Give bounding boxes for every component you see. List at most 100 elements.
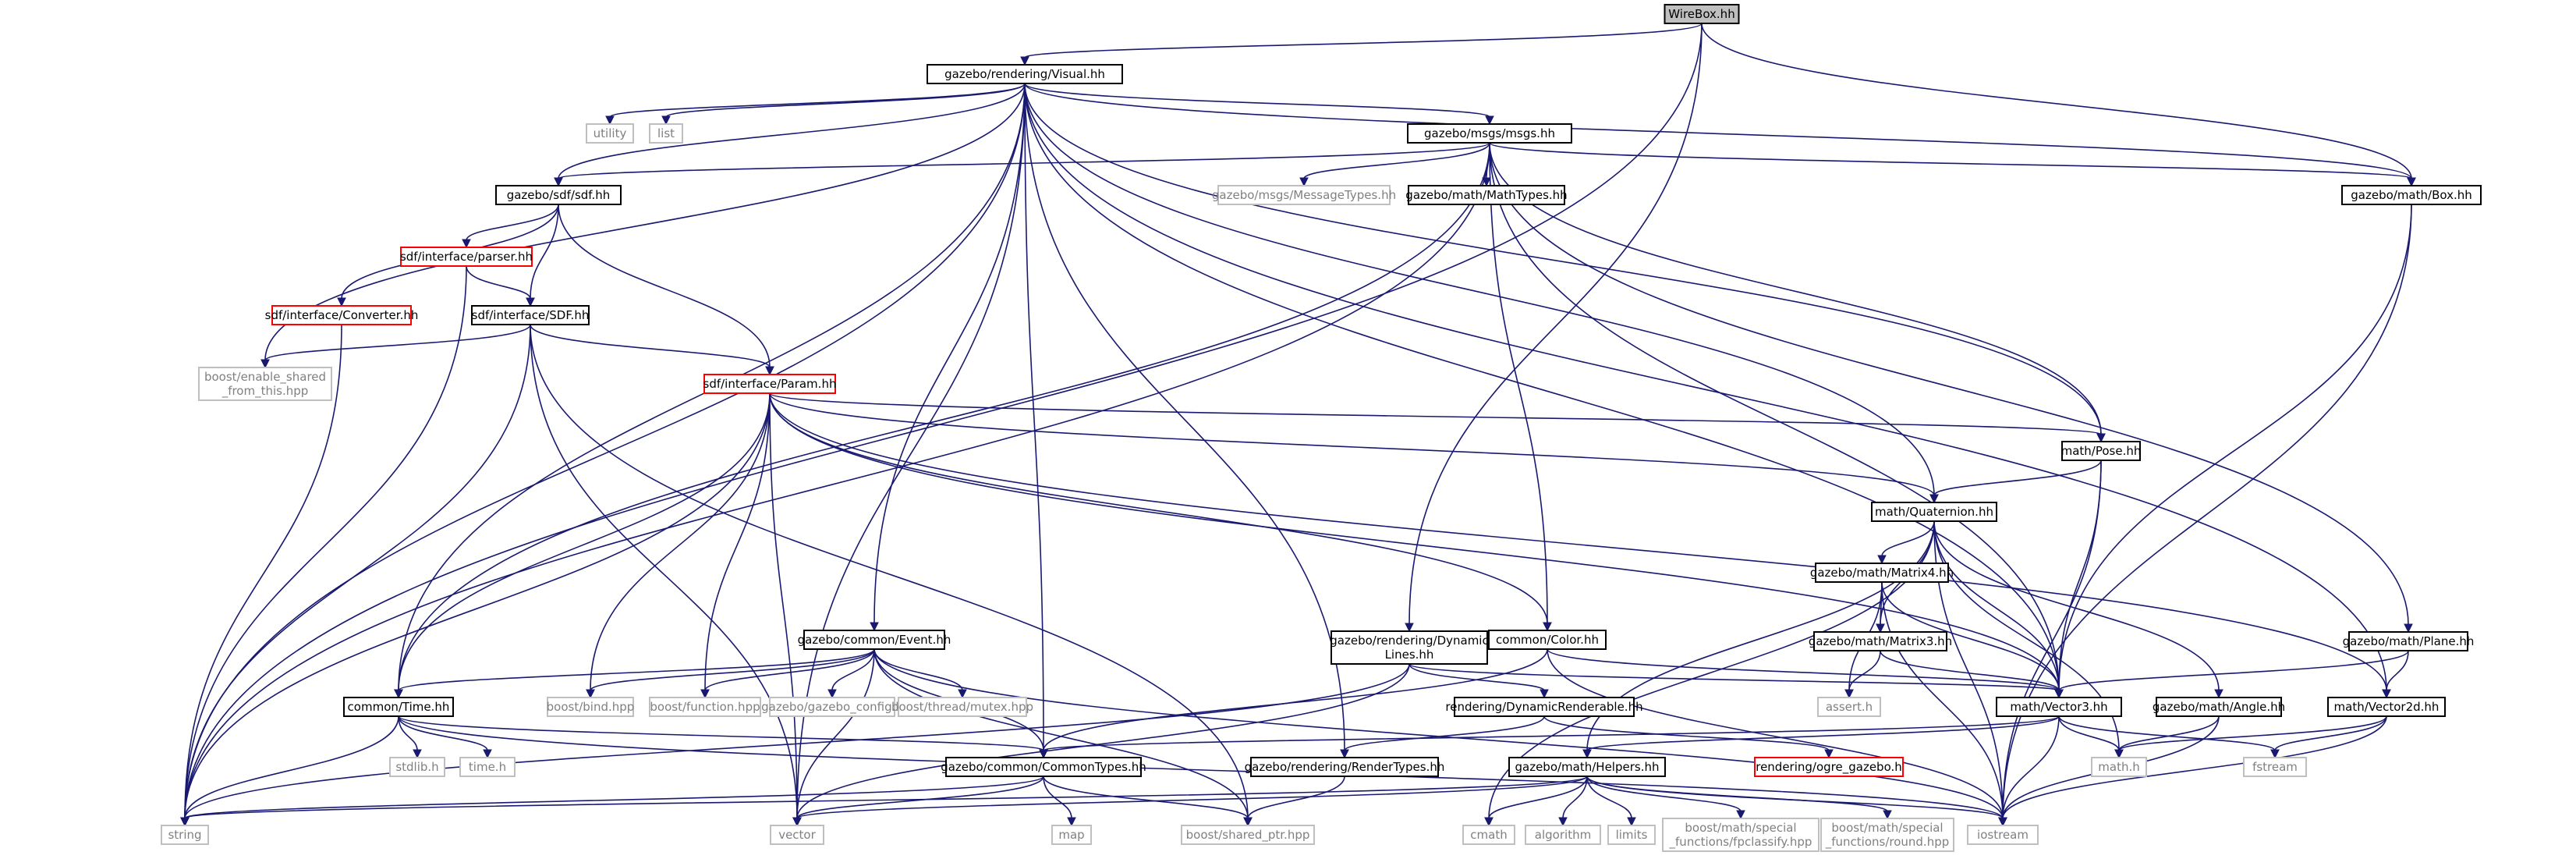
node-label: gazebo/math/Helpers.hh: [1515, 760, 1659, 774]
edge-param-to-vector: [769, 392, 802, 827]
edge-visual-to-vec3: [1024, 83, 2064, 699]
node-param[interactable]: sdf/interface/Param.hh: [703, 374, 837, 394]
node-visual[interactable]: gazebo/rendering/Visual.hh: [927, 64, 1123, 84]
node-label: gazebo/sdf/sdf.hh: [507, 188, 611, 202]
node-sdfi[interactable]: sdf/interface/SDF.hh: [471, 305, 590, 325]
edge-visual-to-msgs: [1024, 83, 1494, 126]
edge-visual-to-rendertypes: [1024, 83, 1349, 759]
node-label: sdf/interface/Converter.hh: [265, 308, 419, 322]
edge-event-to-boostbind: [586, 648, 875, 699]
edge-sdfi-to-sharedptr: [530, 324, 1253, 827]
node-msgs[interactable]: gazebo/msgs/msgs.hh: [1407, 123, 1572, 144]
node-label: gazebo/msgs/MessageTypes.hh: [1212, 188, 1396, 202]
node-label: time.h: [469, 760, 506, 774]
edge-visual-to-event: [870, 83, 1026, 632]
edge-helpers-to-limits: [1586, 776, 1636, 827]
node-vec3[interactable]: math/Vector3.hh: [1996, 697, 2122, 717]
node-label: gazebo/math/MathTypes.hh: [1405, 188, 1567, 202]
edge-visual-to-list: [661, 83, 1026, 126]
node-rendertypes[interactable]: gazebo/rendering/RenderTypes.hh: [1245, 757, 1445, 777]
node-label: list: [657, 126, 675, 140]
node-label: boost/enable_shared: [204, 370, 326, 385]
node-label: boost/function.hpp: [650, 700, 760, 714]
edge-visual-to-box: [1024, 83, 2416, 187]
edge-helpers-to-algorithm: [1558, 776, 1588, 827]
node-mathtypes[interactable]: gazebo/math/MathTypes.hh: [1405, 185, 1568, 205]
node-label: boost/thread/mutex.hpp: [891, 700, 1033, 714]
node-plane[interactable]: gazebo/math/Plane.hh: [2343, 631, 2475, 651]
node-pose[interactable]: math/Pose.hh: [2061, 441, 2142, 461]
node-label: gazebo/math/Plane.hh: [2343, 634, 2475, 648]
node-label: boost/shared_ptr.hpp: [1186, 828, 1310, 843]
node-label: common/Color.hh: [1496, 633, 1599, 647]
node-label: gazebo/rendering/RenderTypes.hh: [1245, 760, 1445, 774]
node-label: math/Pose.hh: [2061, 444, 2142, 458]
edge-event-to-boostfunc: [700, 648, 875, 699]
node-label: boost/bind.hpp: [547, 700, 635, 714]
node-label: gazebo/common/CommonTypes.hh: [941, 760, 1146, 774]
node-vec2[interactable]: math/Vector2d.hh: [2327, 697, 2446, 717]
node-wirebox[interactable]: WireBox.hh: [1664, 4, 1740, 24]
node-event[interactable]: gazebo/common/Event.hh: [798, 630, 951, 650]
node-label: gazebo/msgs/msgs.hh: [1424, 126, 1555, 140]
edge-msgs-to-box: [1489, 142, 2416, 187]
edge-parser-to-sdfi: [466, 265, 535, 307]
node-quat[interactable]: math/Quaternion.hh: [1871, 502, 1997, 522]
node-box[interactable]: gazebo/math/Box.hh: [2341, 185, 2482, 205]
node-label: gazebo/rendering/Dynamic: [1330, 634, 1488, 648]
node-label: _from_this.hpp: [221, 384, 309, 399]
edge-sdfi-to-param: [530, 324, 774, 376]
node-label: Lines.hh: [1385, 648, 1434, 662]
edge-quat-to-mat4: [1877, 520, 1935, 565]
node-enableshared: boost/enable_shared_from_this.hpp: [198, 367, 332, 401]
edge-rendertypes-to-sharedptr: [1243, 776, 1345, 827]
edge-wirebox-to-visual: [1020, 23, 1703, 66]
node-ogre[interactable]: rendering/ogre_gazebo.h: [1754, 757, 1904, 777]
node-round: boost/math/special_functions/round.hpp: [1820, 818, 1954, 852]
node-parser[interactable]: sdf/interface/parser.hh: [400, 247, 533, 267]
node-fstream: fstream: [2243, 757, 2307, 777]
node-mat4[interactable]: gazebo/math/Matrix4.hh: [1810, 563, 1954, 583]
node-boostfunc: boost/function.hpp: [649, 697, 761, 717]
node-label: gazebo/common/Event.hh: [798, 633, 951, 647]
node-label: math/Vector3.hh: [2010, 700, 2107, 714]
edge-msgs-to-string: [180, 142, 1490, 827]
node-time[interactable]: common/Time.hh: [343, 697, 454, 717]
edge-event-to-gzconfig: [827, 648, 875, 699]
edge-vec2-to-fstream: [2270, 715, 2387, 759]
edge-dynrend-to-rendertypes: [1340, 715, 1545, 759]
edge-msgs-to-pose: [1489, 142, 2106, 443]
node-cmath: cmath: [1462, 825, 1515, 845]
edge-sdfi-to-vector: [530, 324, 802, 827]
node-label: WireBox.hh: [1668, 7, 1734, 21]
edge-sdf-to-parser: [462, 204, 559, 249]
edge-msgs-to-vec3: [1489, 142, 2064, 699]
edge-visual-to-vec2: [1024, 83, 2391, 699]
node-label: iostream: [1977, 828, 2029, 842]
node-msgtypes: gazebo/msgs/MessageTypes.hh: [1212, 185, 1396, 205]
node-assert: assert.h: [1817, 697, 1881, 717]
node-mat3[interactable]: gazebo/math/Matrix3.hh: [1809, 631, 1952, 651]
node-dynrend[interactable]: rendering/DynamicRenderable.hh: [1445, 697, 1643, 717]
edge-time-to-stdlib: [398, 715, 422, 759]
node-label: algorithm: [1535, 828, 1591, 842]
node-commontypes[interactable]: gazebo/common/CommonTypes.hh: [941, 757, 1146, 777]
node-string: string: [161, 825, 209, 845]
nodes-layer: WireBox.hh gazebo/rendering/Visual.hh gaze…: [161, 4, 2482, 852]
node-mathh: math.h: [2091, 757, 2147, 777]
edge-helpers-to-vector: [792, 776, 1588, 827]
edge-pose-to-quat: [1929, 460, 2102, 504]
edge-wirebox-to-box: [1701, 23, 2416, 187]
node-map: map: [1051, 825, 1092, 845]
node-angle[interactable]: gazebo/math/Angle.hh: [2153, 697, 2285, 717]
node-algorithm: algorithm: [1525, 825, 1601, 845]
node-sdf[interactable]: gazebo/sdf/sdf.hh: [495, 185, 622, 205]
node-color[interactable]: common/Color.hh: [1488, 630, 1607, 650]
node-utility: utility: [586, 123, 634, 144]
node-converter[interactable]: sdf/interface/Converter.hh: [265, 305, 419, 325]
node-label: sdf/interface/parser.hh: [400, 250, 533, 264]
node-helpers[interactable]: gazebo/math/Helpers.hh: [1508, 757, 1666, 777]
node-label: rendering/ogre_gazebo.h: [1756, 760, 1902, 775]
